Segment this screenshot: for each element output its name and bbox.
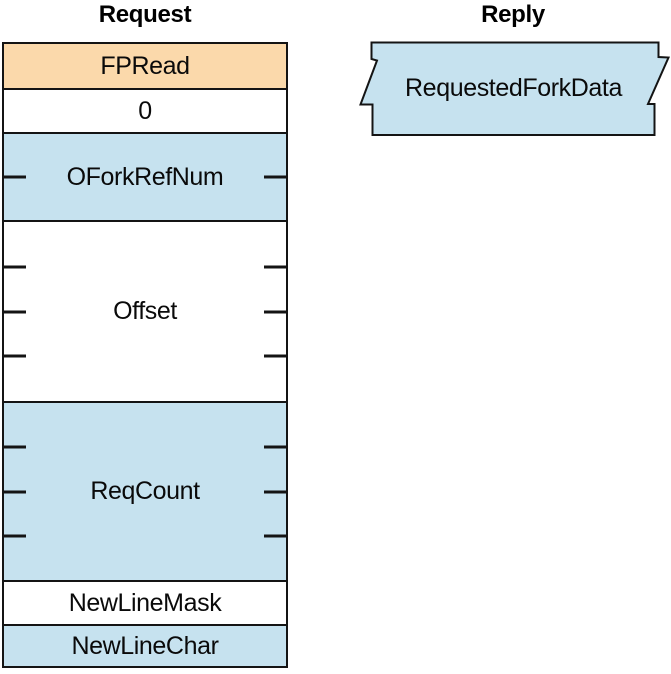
jagged-box-graphic — [359, 41, 671, 136]
field-row-newlinechar: NewLineChar — [4, 624, 286, 666]
field-row-newlinemask: NewLineMask — [4, 580, 286, 624]
byte-boundary-tick — [264, 534, 286, 538]
field-row-fpread: FPRead — [4, 44, 286, 88]
field-row-zero: 0 — [4, 88, 286, 132]
request-column-header: Request — [98, 1, 192, 28]
field-label: FPRead — [100, 51, 190, 80]
field-row-oforkrefnum: OForkRefNum — [4, 132, 286, 220]
byte-boundary-tick — [4, 265, 26, 269]
jagged-box-outline — [359, 41, 671, 136]
reply-column-header: Reply — [481, 1, 545, 28]
field-label: NewLineMask — [68, 588, 222, 617]
byte-boundary-tick — [264, 310, 286, 313]
field-label: NewLineChar — [71, 631, 219, 660]
byte-boundary-tick — [264, 490, 286, 493]
field-label: 0 — [138, 96, 152, 125]
field-row-reqcount: ReqCount — [4, 401, 286, 580]
field-label: OForkRefNum — [66, 162, 224, 191]
field-label: Offset — [113, 297, 177, 325]
byte-boundary-tick — [4, 310, 26, 313]
field-row-offset: Offset — [4, 220, 286, 401]
byte-boundary-tick — [4, 445, 26, 449]
byte-boundary-tick — [4, 534, 26, 538]
byte-boundary-tick — [264, 445, 286, 449]
byte-boundary-tick — [4, 354, 26, 358]
request-packet-stack: FPRead 0 OForkRefNum Offset ReqCou — [2, 42, 288, 668]
reply-variable-data-shape — [355, 40, 671, 138]
field-label: ReqCount — [90, 477, 200, 505]
byte-boundary-tick — [264, 265, 286, 269]
byte-boundary-tick — [4, 175, 26, 179]
byte-boundary-tick — [264, 354, 286, 358]
byte-boundary-tick — [4, 490, 26, 493]
byte-boundary-tick — [264, 175, 286, 179]
